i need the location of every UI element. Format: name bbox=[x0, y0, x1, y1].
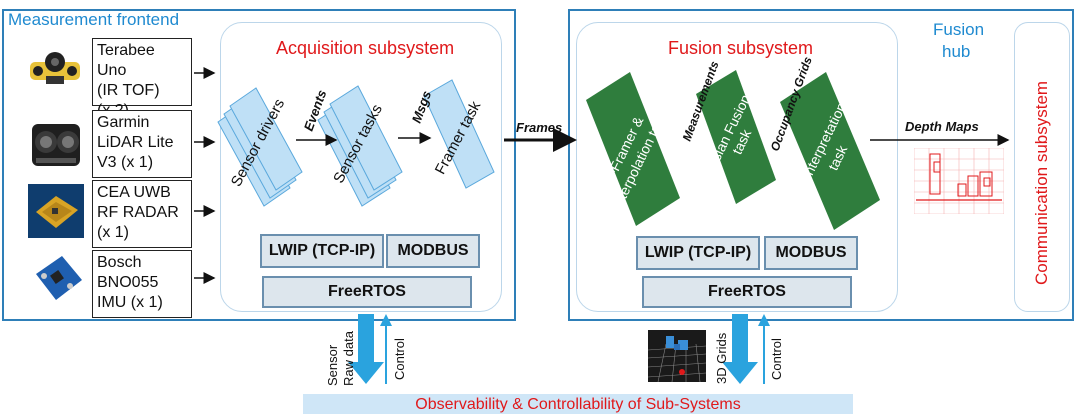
depth-maps-label: Depth Maps bbox=[905, 119, 979, 134]
imu-sensor-icon bbox=[30, 250, 86, 306]
measurement-frontend-title: Measurement frontend bbox=[8, 10, 180, 29]
3d-grids-label: 3D Grids bbox=[714, 332, 729, 384]
sensor-tasks-task: Sensor tasks bbox=[317, 85, 403, 207]
unframer-task: Un-Framer & interpolation task bbox=[586, 72, 680, 226]
fusion-hub-title-line2: hub bbox=[942, 42, 971, 61]
raw-data-label: Raw data bbox=[341, 330, 356, 386]
right-3d-grids-arrow bbox=[722, 314, 758, 384]
sensor-label-lidar: Garmin LiDAR Lite V3 (x 1) bbox=[92, 110, 192, 178]
frames-label: Frames bbox=[516, 120, 562, 135]
acq-freertos-box: FreeRTOS bbox=[262, 276, 472, 308]
sensor-label-bottom: Sensor bbox=[325, 344, 340, 386]
lidar-sensor-icon bbox=[26, 112, 86, 174]
fusion-lwip-box: LWIP (TCP-IP) bbox=[636, 236, 760, 270]
3d-grid-icon bbox=[648, 330, 706, 382]
communication-subsystem-box bbox=[1014, 22, 1070, 312]
right-control-label: Control bbox=[769, 338, 784, 380]
fusion-modbus-box: MODBUS bbox=[764, 236, 858, 270]
sensor-drivers-task: Sensor drivers bbox=[217, 87, 303, 207]
acquisition-subsystem-title: Acquisition subsystem bbox=[276, 38, 455, 58]
right-control-arrow bbox=[758, 314, 770, 384]
fusion-freertos-box: FreeRTOS bbox=[642, 276, 852, 308]
fusion-hub-title-line1: Fusion bbox=[933, 20, 985, 39]
depth-map-icon bbox=[914, 148, 1004, 214]
radar-sensor-icon bbox=[26, 182, 86, 240]
sensor-label-radar: CEA UWB RF RADAR (x 1) bbox=[92, 180, 192, 248]
acq-modbus-box: MODBUS bbox=[386, 234, 480, 268]
framer-task: Framer task bbox=[423, 79, 495, 189]
acq-lwip-box: LWIP (TCP-IP) bbox=[260, 234, 384, 268]
left-raw-data-arrow bbox=[348, 314, 384, 384]
left-control-arrow bbox=[380, 314, 392, 384]
left-control-label: Control bbox=[392, 338, 407, 380]
ir-tof-sensor-icon bbox=[24, 40, 86, 100]
sensor-label-imu: Bosch BNO055 IMU (x 1) bbox=[92, 250, 192, 318]
fusion-subsystem-title: Fusion subsystem bbox=[668, 38, 814, 58]
observability-bar: Observability & Controllability of Sub-S… bbox=[303, 394, 853, 414]
